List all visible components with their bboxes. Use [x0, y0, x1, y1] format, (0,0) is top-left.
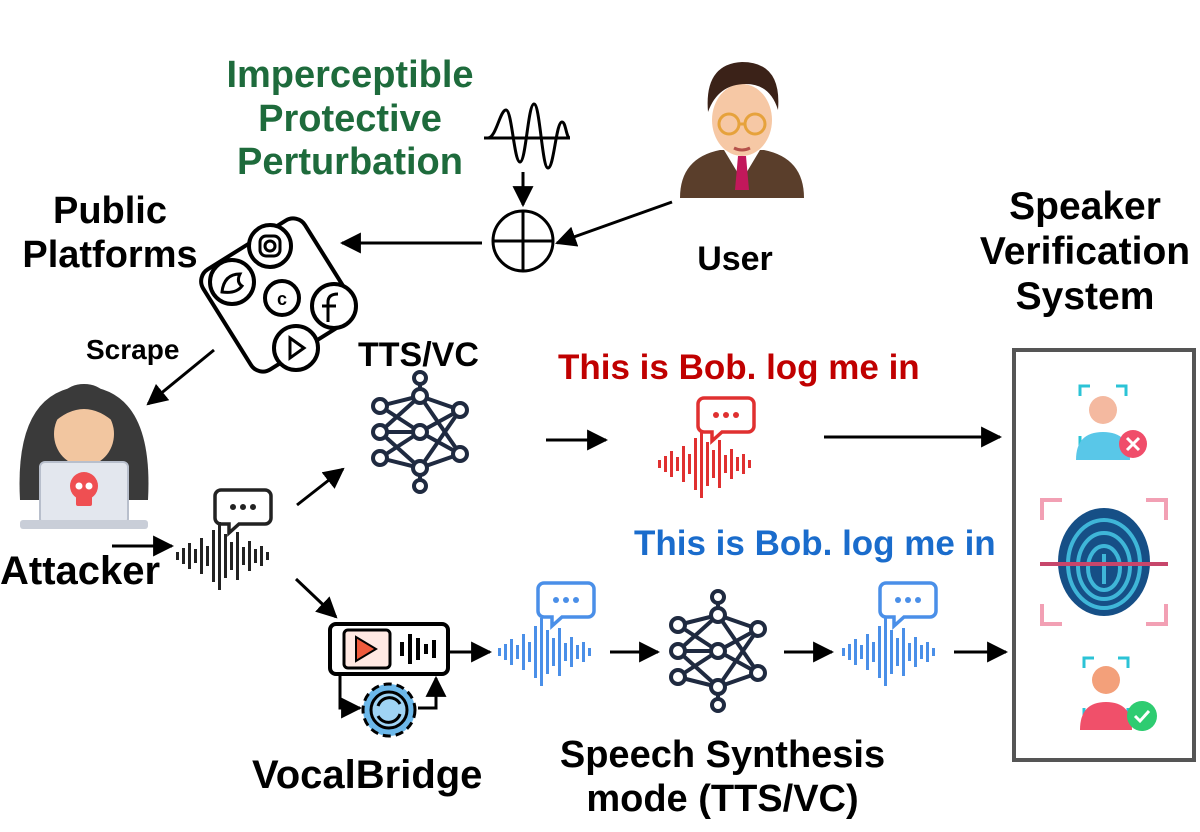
- sine-wave-icon: [484, 102, 571, 170]
- circled-plus-icon: [491, 209, 555, 273]
- fingerprint-scan-icon: [1040, 498, 1168, 626]
- neural-network-icon: [371, 370, 469, 494]
- hooded-hacker-icon: [19, 384, 149, 529]
- arrow-scrape: [146, 348, 215, 406]
- perturbation-label: Imperceptible Protective Perturbation: [226, 54, 474, 184]
- svg-text:c: c: [277, 289, 287, 309]
- neural-network-icon: [669, 589, 767, 713]
- arrow-audio-to-tts: [296, 467, 345, 507]
- vocalbridge-label: VocalBridge: [252, 753, 483, 797]
- user-avatar-icon: [680, 62, 804, 198]
- waveform-red: [658, 430, 751, 498]
- media-gear-icon: [328, 622, 450, 738]
- arrow-audio-to-vocalbridge: [294, 577, 338, 619]
- speech-bubble-icon: [536, 581, 596, 628]
- arrow-user-to-adder: [555, 200, 673, 247]
- speaker-verification-label: Speaker Verification System: [979, 185, 1191, 318]
- waveform-source: [176, 522, 269, 590]
- user-accepted-icon: [1080, 656, 1157, 731]
- speech-bubble-icon: [878, 581, 938, 628]
- waveform-blue: [498, 618, 591, 686]
- social-media-phone-icon: c: [199, 216, 358, 374]
- tts-vc-label: TTS/VC: [358, 336, 479, 374]
- blue-phrase-label: This is Bob. log me in: [634, 524, 996, 563]
- scrape-label: Scrape: [86, 334, 180, 365]
- user-rejected-icon: [1076, 384, 1147, 460]
- public-platforms-label: Public Platforms: [22, 190, 198, 276]
- user-label: User: [697, 240, 773, 278]
- speech-bubble-icon: [213, 488, 273, 535]
- speech-synthesis-label: Speech Synthesis mode (TTS/VC): [559, 734, 886, 820]
- waveform-blue: [842, 618, 935, 686]
- speech-bubble-icon: [696, 396, 756, 443]
- attacker-label: Attacker: [0, 549, 161, 593]
- red-phrase-label: This is Bob. log me in: [558, 348, 920, 387]
